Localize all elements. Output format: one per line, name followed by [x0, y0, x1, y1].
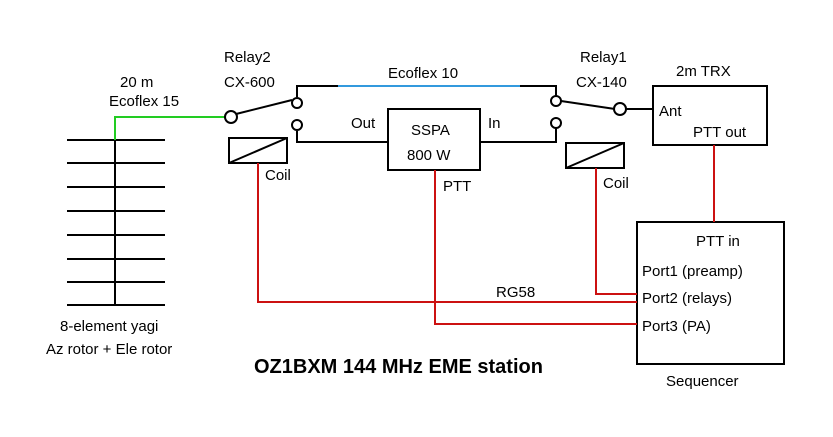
- sspa-ptt-line: [434, 170, 637, 325]
- relay1-control-line: [595, 168, 637, 295]
- diagram-title: OZ1BXM 144 MHz EME station: [254, 356, 543, 378]
- sspa-out-label: Out: [351, 115, 376, 132]
- relay1-model: CX-140: [576, 74, 627, 91]
- relay2-coil-label: Coil: [265, 167, 291, 184]
- sspa-label-line2: 800 W: [407, 147, 451, 164]
- bypass-cable-label: Ecoflex 10: [388, 65, 458, 82]
- sspa-in-wire: [480, 128, 557, 143]
- trx-name: 2m TRX: [676, 63, 731, 80]
- relay1-name: Relay1: [580, 49, 627, 66]
- sspa-ptt-label: PTT: [443, 178, 471, 195]
- feedline-label-line2: Ecoflex 15: [109, 93, 179, 110]
- relay1-switch-arm: [560, 100, 616, 110]
- relay2-switch-arm: [235, 99, 293, 115]
- relay1-coil-diagonal: [565, 142, 625, 169]
- relay2-coil-diagonal: [228, 137, 288, 164]
- antenna-caption-line2: Az rotor + Ele rotor: [46, 341, 172, 358]
- relay2-model: CX-600: [224, 74, 275, 91]
- relay1-contact-upper: [550, 95, 562, 107]
- relay1-contact-lower: [550, 117, 562, 129]
- yagi-antenna: [67, 117, 165, 306]
- trx-ptt-out-label: PTT out: [693, 124, 747, 141]
- sequencer-ptt-in-label: PTT in: [696, 233, 740, 250]
- antenna-caption-line1: 8-element yagi: [60, 318, 158, 335]
- sequencer-name: Sequencer: [666, 373, 739, 390]
- trx-box: [652, 85, 768, 146]
- relay1-bypass-wire: [520, 85, 557, 96]
- relay1-coil-label: Coil: [603, 175, 629, 192]
- feedline-label-line1: 20 m: [120, 74, 153, 91]
- trx-ant-label: Ant: [659, 103, 682, 120]
- control-cable-label: RG58: [496, 284, 535, 301]
- sequencer-port2-label: Port2 (relays): [642, 290, 732, 307]
- relay2-name: Relay2: [224, 49, 271, 66]
- relay2-contact-lower: [291, 119, 303, 131]
- sequencer-port3-label: Port3 (PA): [642, 318, 711, 335]
- relay2: [224, 85, 388, 164]
- relay2-common-contact: [224, 110, 238, 124]
- relay2-control-line: [257, 163, 637, 303]
- relay1-common-contact: [613, 102, 627, 116]
- relay2-contact-upper: [291, 97, 303, 109]
- relay1: [550, 95, 653, 169]
- feedline-ecoflex15: [114, 116, 225, 140]
- sspa-label-line1: SSPA: [411, 122, 450, 139]
- relay2-to-sspa-wire: [296, 131, 388, 143]
- sspa-in-label: In: [488, 115, 501, 132]
- sequencer-port1-label: Port1 (preamp): [642, 263, 743, 280]
- relay2-to-bypass-wire: [296, 85, 338, 97]
